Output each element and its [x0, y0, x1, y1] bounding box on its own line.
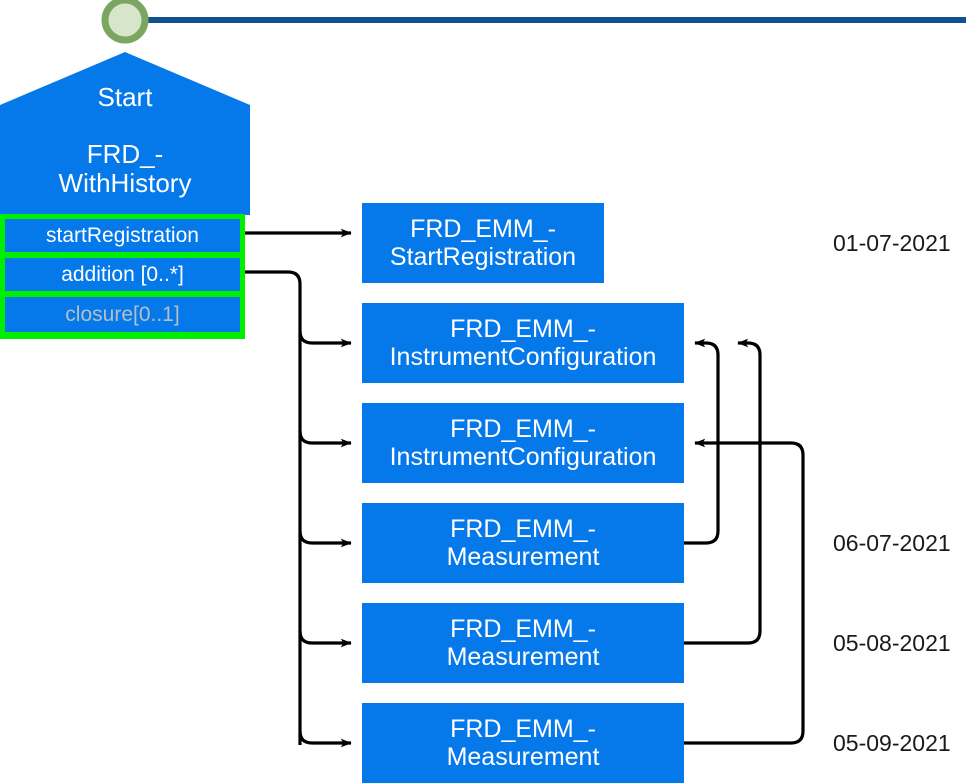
edge-addition-m3	[298, 730, 352, 748]
edge-m3-ic2	[684, 438, 805, 745]
edge-addition-m1	[298, 530, 352, 548]
start-node-name: FRD_- WithHistory	[58, 139, 192, 199]
port-start-registration-label: startRegistration	[46, 223, 199, 247]
port-addition[interactable]: addition [0..*]	[5, 258, 240, 291]
event-box-instrument-configuration-1[interactable]: FRD_EMM_- InstrumentConfiguration	[362, 303, 684, 383]
port-addition-label: addition [0..*]	[61, 262, 184, 286]
event-box-measurement-3[interactable]: FRD_EMM_- Measurement	[362, 703, 684, 783]
port-start-registration[interactable]: startRegistration	[5, 219, 240, 252]
edge-m2-ic1	[684, 338, 762, 645]
date-label-measurement-1: 06-07-2021	[833, 530, 951, 556]
edge-addition-trunk	[240, 270, 302, 745]
start-node-label: Start	[97, 82, 153, 112]
event-box-measurement-1[interactable]: FRD_EMM_- Measurement	[362, 503, 684, 583]
edge-addition-ic1	[298, 330, 352, 348]
event-box-instrument-configuration-2[interactable]: FRD_EMM_- InstrumentConfiguration	[362, 403, 684, 483]
date-label-measurement-2: 05-08-2021	[833, 630, 951, 656]
start-node-shape[interactable]	[0, 52, 250, 215]
start-circle-icon	[101, 0, 149, 44]
date-label-measurement-3: 05-09-2021	[833, 730, 951, 756]
edge-addition-m2	[298, 630, 352, 648]
port-closure-label: closure[0..1]	[65, 302, 180, 326]
event-box-start-registration[interactable]: FRD_EMM_- StartRegistration	[362, 203, 604, 283]
date-label-start-registration: 01-07-2021	[833, 230, 951, 256]
port-closure[interactable]: closure[0..1]	[5, 297, 240, 332]
edge-addition-ic2	[298, 430, 352, 448]
event-box-measurement-2[interactable]: FRD_EMM_- Measurement	[362, 603, 684, 683]
